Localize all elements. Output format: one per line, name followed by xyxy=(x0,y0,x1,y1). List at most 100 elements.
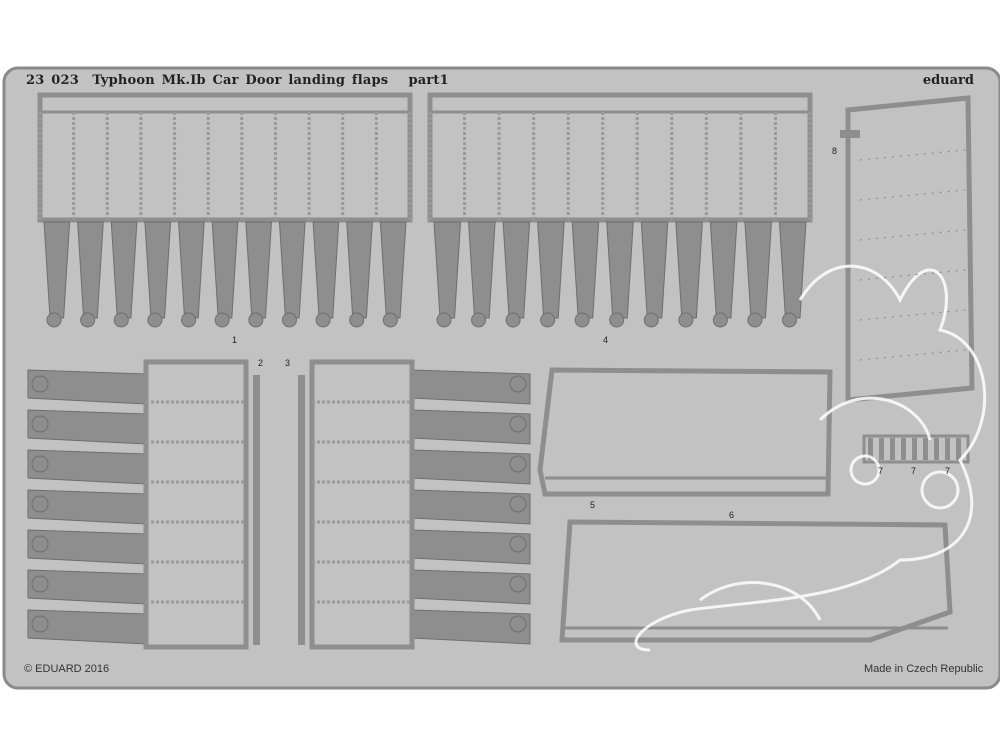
hinge-knuckle xyxy=(609,312,625,328)
part-number: 2 xyxy=(258,358,264,368)
flap-segment xyxy=(77,221,104,319)
top-flap-4 xyxy=(427,92,813,328)
hinge-knuckle xyxy=(46,312,62,328)
copyright-text: © EDUARD 2016 xyxy=(24,663,110,675)
hinge-knuckle xyxy=(31,535,49,553)
flap-segment xyxy=(278,221,306,319)
top-flap-parts xyxy=(37,92,813,328)
flap-segment xyxy=(379,221,407,319)
hinge-knuckle xyxy=(747,312,763,328)
rivet-line xyxy=(859,309,967,321)
hinge-knuckle xyxy=(509,495,527,513)
hinge-knuckle xyxy=(31,615,49,633)
flap-segment xyxy=(110,221,138,319)
flap-segment xyxy=(43,221,71,319)
bottom-flap-2 xyxy=(27,359,260,650)
rivet-line xyxy=(859,189,967,201)
hinge-knuckle xyxy=(31,375,49,393)
top-flap-1 xyxy=(37,92,413,328)
part-number: 4 xyxy=(603,335,609,345)
ladder-rung xyxy=(923,438,928,460)
flap-segment xyxy=(640,221,669,319)
flap-frame xyxy=(143,359,249,650)
hinge-knuckle xyxy=(31,575,49,593)
ladder-rung xyxy=(868,438,873,460)
ladder-rung xyxy=(956,438,961,460)
part-number: 7 xyxy=(911,466,917,476)
hinge-knuckle xyxy=(509,575,527,593)
flap-segment xyxy=(312,221,340,319)
ladder-rung xyxy=(901,438,906,460)
hinge-knuckle xyxy=(349,312,365,328)
flap-segment xyxy=(433,221,462,319)
bottom-flap-3 xyxy=(298,359,531,650)
eduard-logo-watermark xyxy=(634,264,987,652)
hinge-knuckle xyxy=(31,495,49,513)
hinge-knuckle xyxy=(113,312,129,328)
flap-segment xyxy=(571,221,600,319)
part-number: 5 xyxy=(590,500,596,510)
hinge-knuckle xyxy=(505,312,521,328)
hinge-knuckle xyxy=(678,312,694,328)
hinge-knuckle xyxy=(509,535,527,553)
hinge-knuckle xyxy=(31,415,49,433)
ladder-rung xyxy=(879,438,884,460)
hinge-knuckle xyxy=(181,312,197,328)
flap-segment xyxy=(537,221,565,319)
hinge-knuckle xyxy=(382,312,398,328)
flap-spar xyxy=(298,375,305,645)
hinge-knuckle xyxy=(574,312,590,328)
hinge-knuckle xyxy=(214,312,230,328)
part-number: 3 xyxy=(285,358,291,368)
part-8-door xyxy=(840,95,975,403)
rivet-line xyxy=(859,269,967,281)
hinge-knuckle xyxy=(80,312,96,328)
hinge-knuckle xyxy=(147,312,163,328)
flap-segment xyxy=(744,221,772,319)
hinge-knuckle xyxy=(281,312,297,328)
flap-frame xyxy=(309,359,415,650)
hinge-knuckle xyxy=(248,312,264,328)
rivet-line xyxy=(859,149,967,161)
fret-title: 23 023 Typhoon Mk.Ib Car Door landing fl… xyxy=(26,73,449,88)
flap-segment xyxy=(606,221,634,319)
ladder-rung xyxy=(912,438,917,460)
part-number: 6 xyxy=(729,510,735,520)
ladder-rung xyxy=(934,438,939,460)
flap-segment xyxy=(709,221,738,319)
part-6-panel xyxy=(559,519,953,643)
flap-segment xyxy=(178,221,205,319)
part-number: 7 xyxy=(945,466,951,476)
hinge-knuckle xyxy=(540,312,556,328)
hinge-knuckle xyxy=(436,312,452,328)
hinge-knuckle xyxy=(643,312,659,328)
origin-text: Made in Czech Republic xyxy=(864,663,984,675)
ladder-rung xyxy=(945,438,950,460)
hinge-knuckle xyxy=(315,312,331,328)
hinge-knuckle xyxy=(712,312,728,328)
flap-segment xyxy=(211,221,239,319)
hinge-knuckle xyxy=(509,455,527,473)
rivet-line xyxy=(859,349,967,361)
flap-spar xyxy=(253,375,260,645)
part-number: 1 xyxy=(232,335,238,345)
flap-segment xyxy=(346,221,373,319)
hinge-knuckle xyxy=(509,615,527,633)
hinge-knuckle xyxy=(509,415,527,433)
flap-segment xyxy=(675,221,703,319)
flap-segment xyxy=(468,221,496,319)
part-5-panel xyxy=(537,367,833,497)
flap-segment xyxy=(778,221,807,319)
flap-segment xyxy=(502,221,531,319)
flap-frame xyxy=(37,92,413,223)
flap-segment xyxy=(144,221,172,319)
flap-segment xyxy=(245,221,272,319)
part-number: 8 xyxy=(832,146,838,156)
hinge-knuckle xyxy=(471,312,487,328)
ladder-rung xyxy=(890,438,895,460)
hinge-knuckle xyxy=(509,375,527,393)
hinge-knuckle xyxy=(781,312,797,328)
hinge-knuckle xyxy=(31,455,49,473)
brand-logo-text: eduard xyxy=(922,73,974,88)
